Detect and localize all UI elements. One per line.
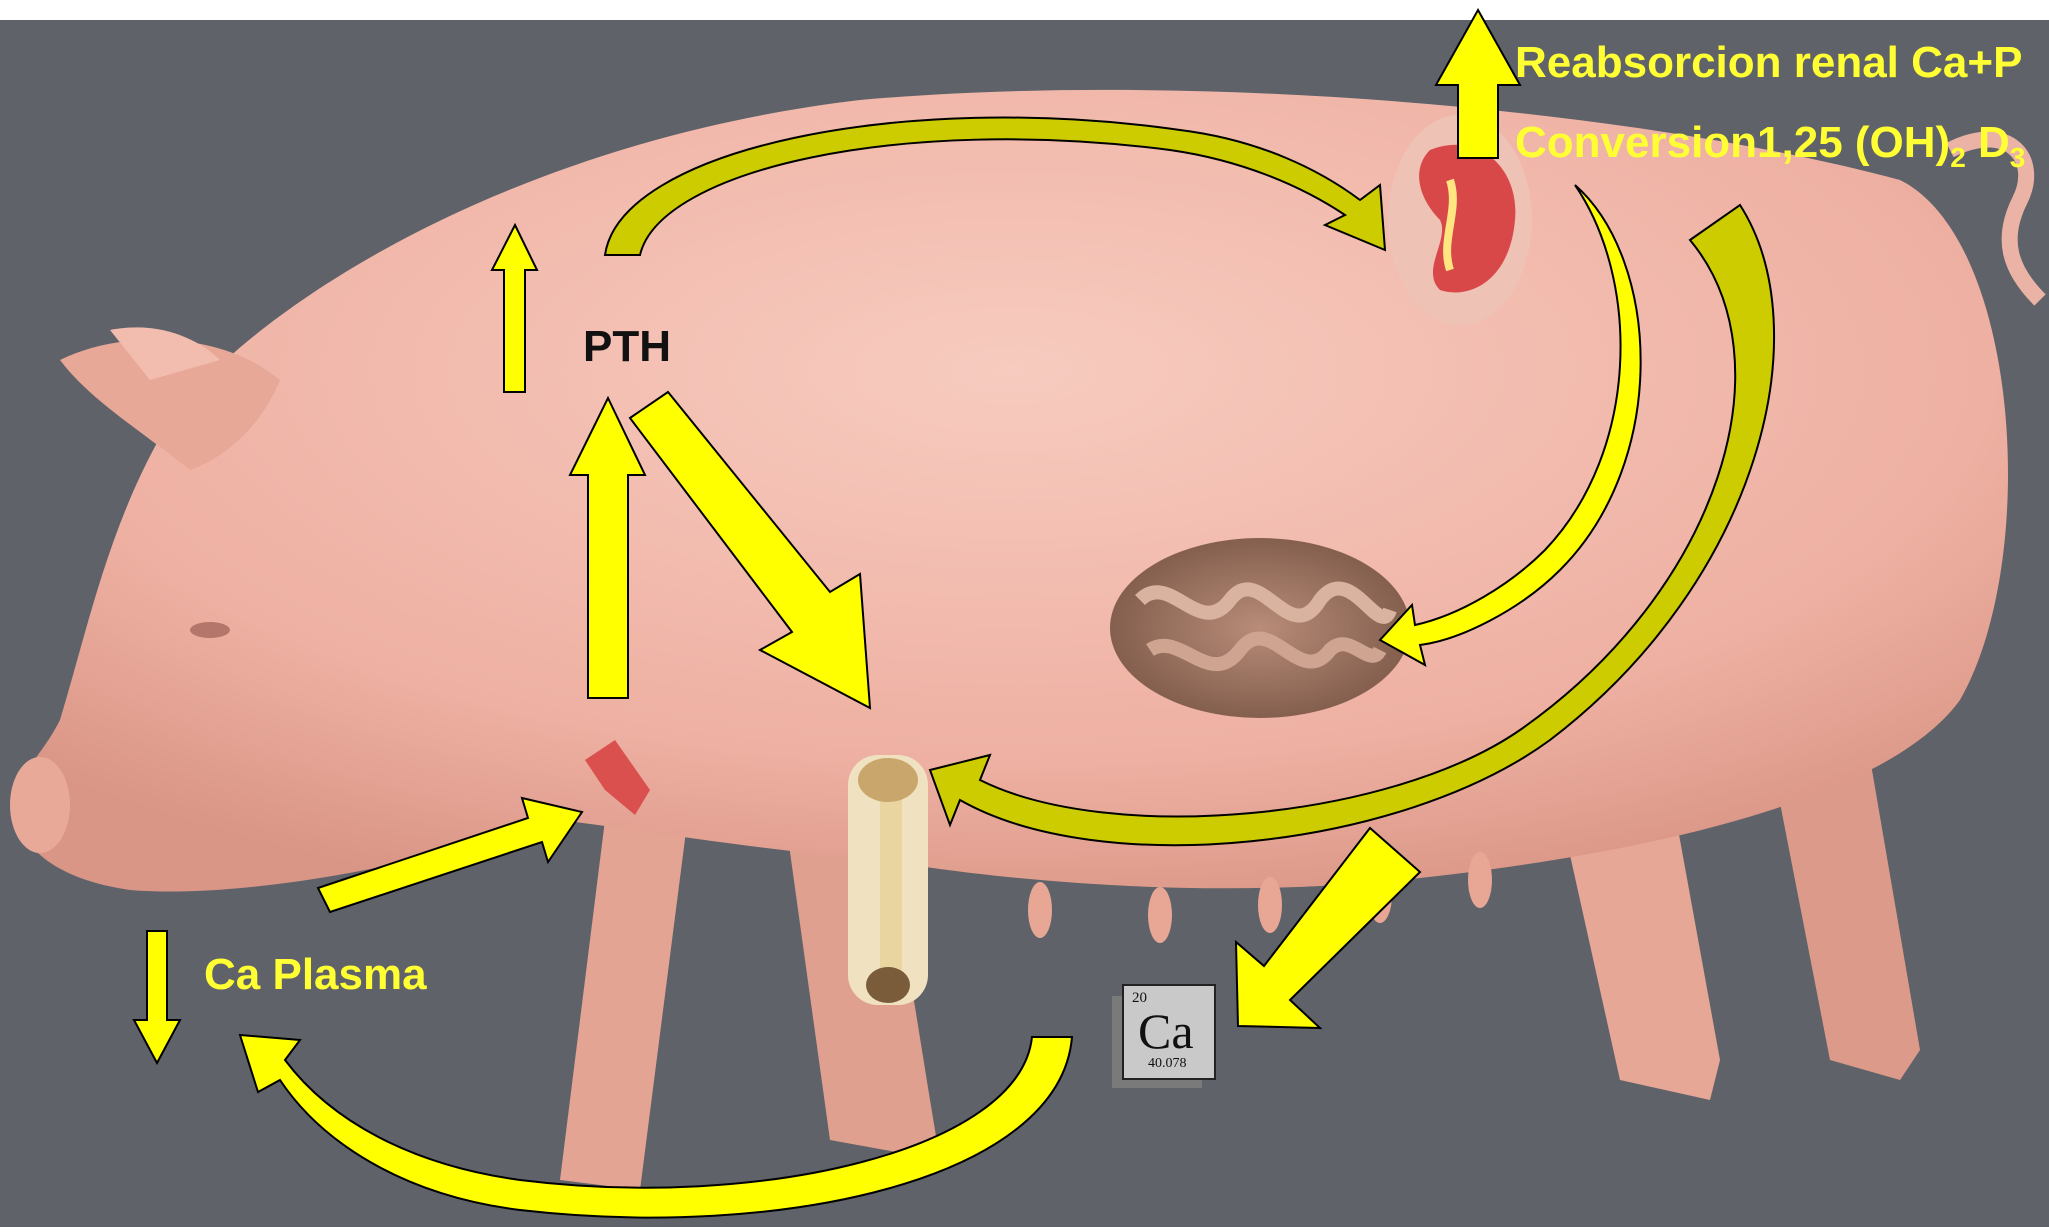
renal-reabsorption-label: Reabsorcion renal Ca+P <box>1515 38 2022 88</box>
intestines-icon <box>1110 538 1410 718</box>
conversion-prefix-text: Conversion1,25 (OH) <box>1515 118 1950 167</box>
pth-label: PTH <box>583 322 671 372</box>
calcium-atomic-mass: 40.078 <box>1148 1056 1187 1072</box>
conversion-subscript-oh: 2 <box>1950 142 1966 173</box>
ca-plasma-label: Ca Plasma <box>204 950 427 1000</box>
conversion-subscript-d: 3 <box>2010 142 2026 173</box>
conversion-d-text: D <box>1966 118 2010 167</box>
vitamin-d-conversion-label: Conversion1,25 (OH)2 D3 <box>1515 118 2025 174</box>
calcium-symbol: Ca <box>1138 1002 1194 1060</box>
bone-icon <box>848 755 928 1005</box>
calcium-element-tile: 20 Ca 40.078 <box>1122 984 1216 1080</box>
